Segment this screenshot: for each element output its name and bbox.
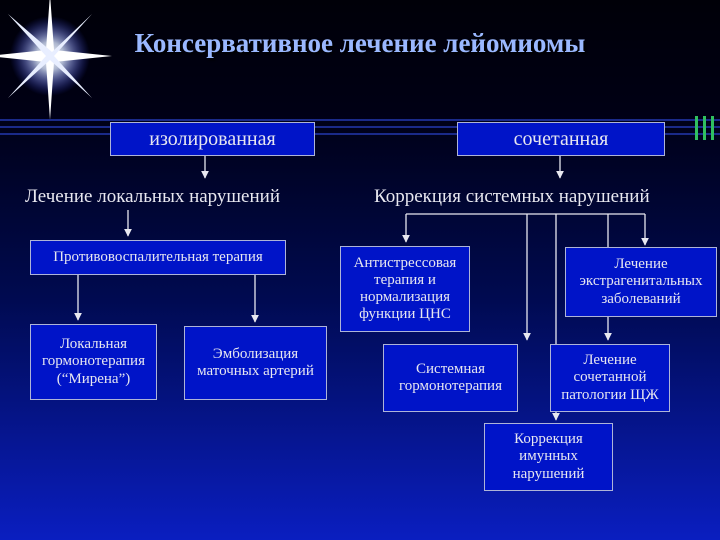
node-extragenital: Лечение экстрагенитальных заболеваний — [565, 247, 717, 317]
node-systemic-hormone: Системная гормонотерапия — [383, 344, 518, 412]
node-embolization: Эмболизация маточных артерий — [184, 326, 327, 400]
header-stripe-decoration — [0, 116, 720, 140]
node-anti-inflammatory: Противовоспалительная терапия — [30, 240, 286, 275]
node-combined: сочетанная — [457, 122, 665, 156]
node-immune: Коррекция имунных нарушений — [484, 423, 613, 491]
node-local-disorders: Лечение локальных нарушений — [25, 186, 280, 207]
node-local-hormone: Локальная гормонотерапия (“Мирена”) — [30, 324, 157, 400]
node-thyroid: Лечение сочетанной патологии ЩЖ — [550, 344, 670, 412]
starburst-decoration — [0, 0, 112, 120]
node-antistress: Антистрессовая терапия и нормализация фу… — [340, 246, 470, 332]
page-title: Консервативное лечение лейомиомы — [134, 28, 586, 58]
node-systemic-disorders: Коррекция системных нарушений — [374, 186, 650, 207]
node-isolated: изолированная — [110, 122, 315, 156]
